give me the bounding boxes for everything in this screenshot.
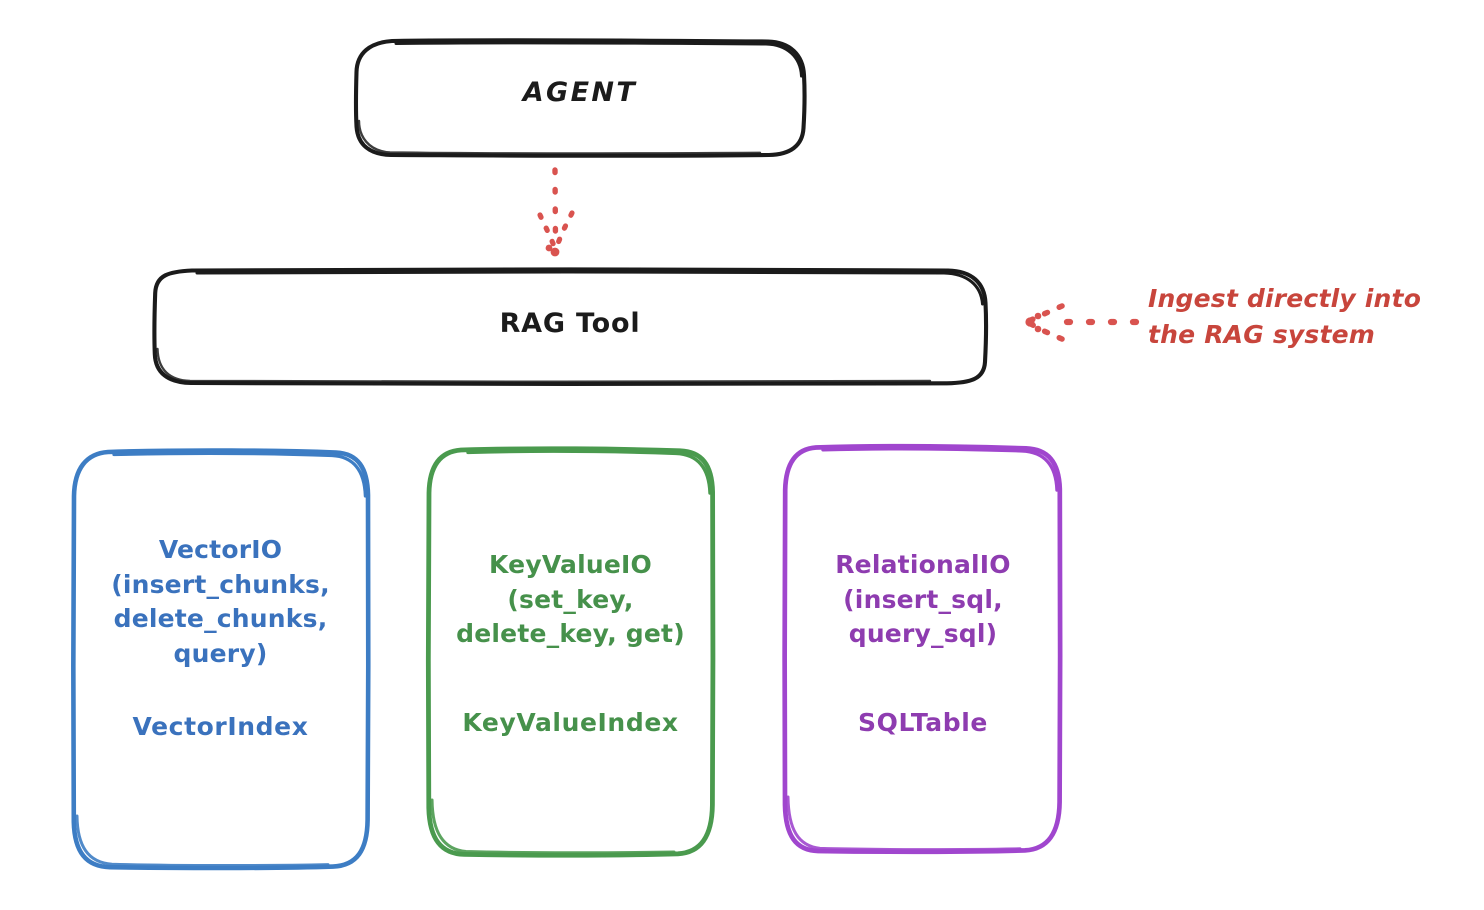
ingest-note-connector (1025, 303, 1140, 342)
vector-io-index-label: VectorIndex (132, 712, 309, 741)
ingest-annotation-text: Ingest directly into the RAG system (1148, 284, 1422, 349)
relational-io-api-label: RelationalIO (insert_sql, query_sql) (835, 550, 1011, 648)
relational-io-index-label: SQLTable (858, 708, 988, 737)
key-value-io-api-label: KeyValueIO (set_key, delete_key, get) (456, 550, 685, 648)
vector-io-api-label: VectorIO (insert_chunks, delete_chunks, … (111, 535, 330, 668)
key-value-io-box-outline (425, 446, 716, 858)
rag-tool-box-label: RAG Tool (499, 308, 641, 339)
agent-box-label: AGENT (522, 77, 638, 108)
key-value-io-index-label: KeyValueIndex (462, 708, 679, 737)
agent-to-rag-connector (537, 167, 575, 257)
